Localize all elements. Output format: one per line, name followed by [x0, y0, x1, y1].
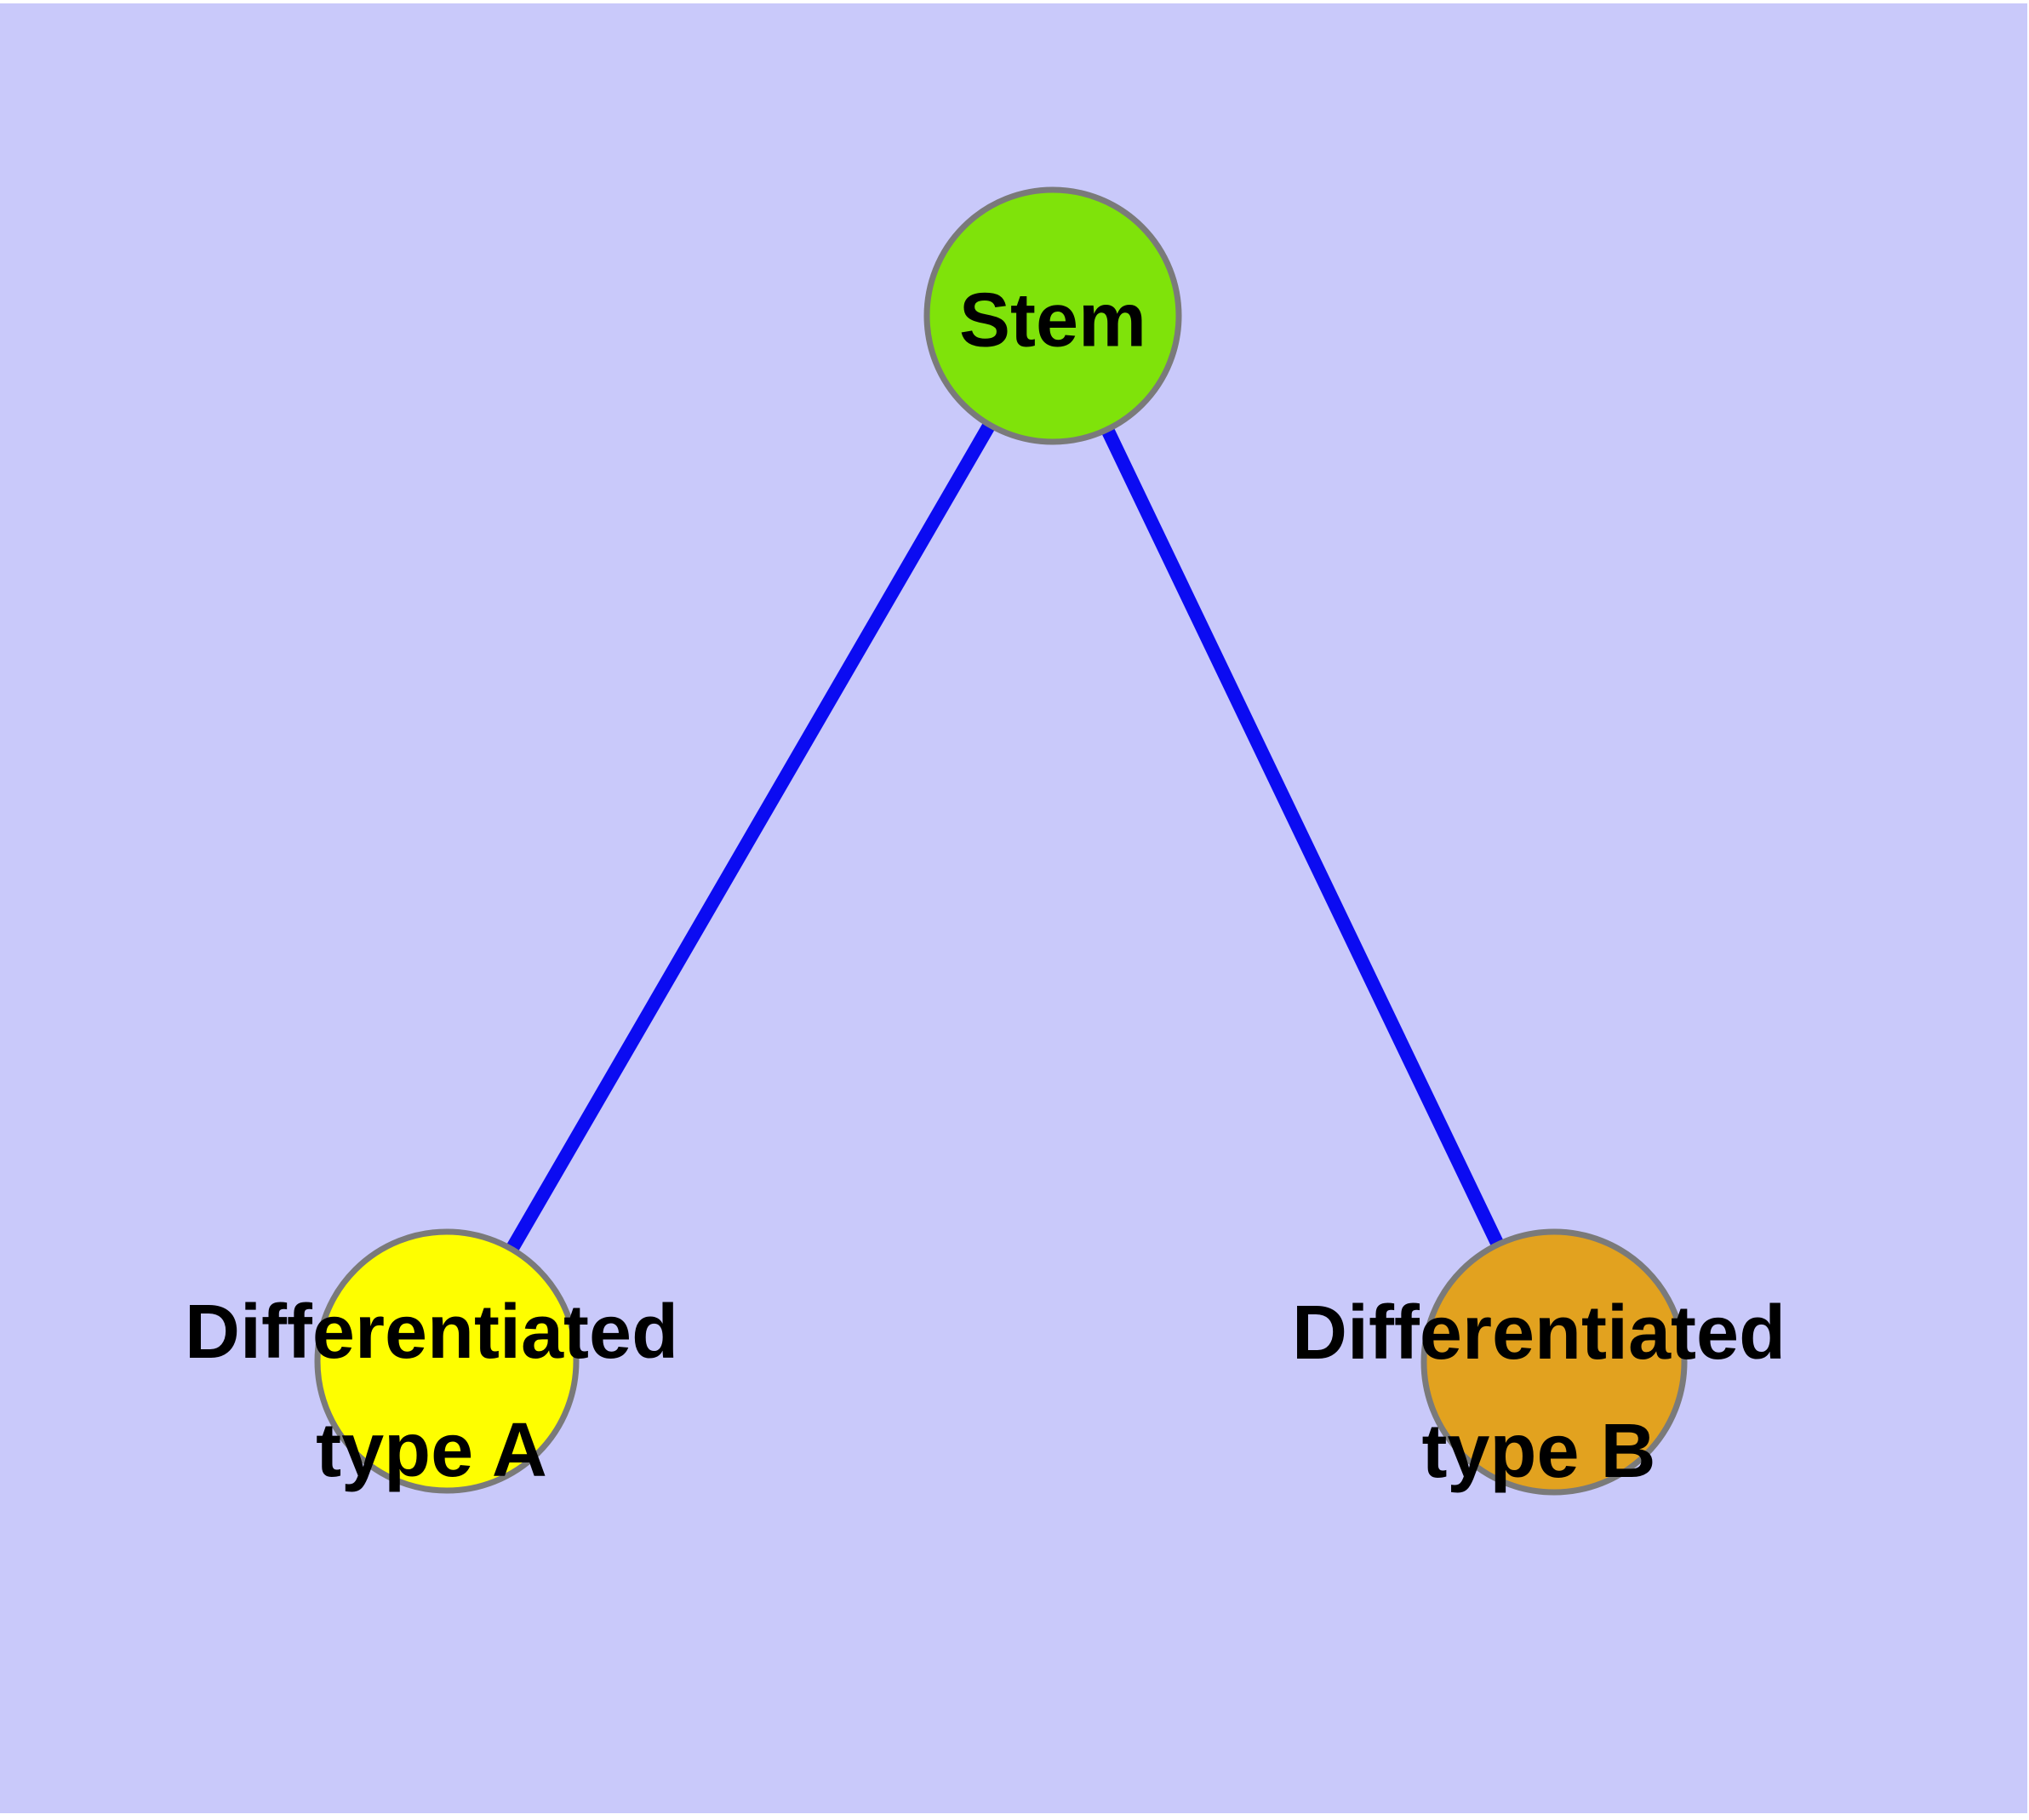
edge-stem-to-type-b	[1046, 312, 1561, 1365]
node-circle-stem	[923, 186, 1182, 445]
node-circle-type-a	[314, 1228, 580, 1494]
edge-stem-to-type-a	[441, 312, 1059, 1365]
node-circle-type-b	[1420, 1228, 1688, 1496]
